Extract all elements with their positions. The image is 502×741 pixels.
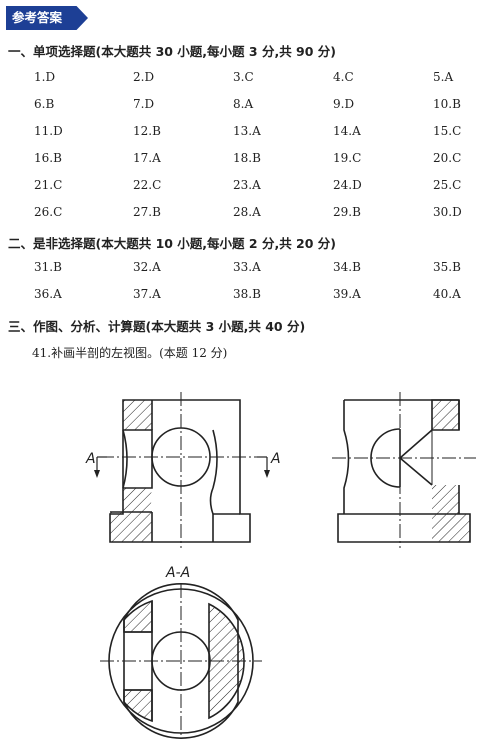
question-41-prompt: 41.补画半剖的左视图。(本题 12 分) xyxy=(32,346,228,360)
answer-row: 21.C 22.C 23.A 24.D 25.C xyxy=(0,178,502,196)
hatch-area xyxy=(123,599,153,633)
section-2-heading: 二、是非选择题(本大题共 10 小题,每小题 2 分,共 20 分) xyxy=(8,236,337,251)
answer-item: 5.A xyxy=(433,70,454,84)
answer-item: 27.B xyxy=(133,205,161,219)
front-outline xyxy=(109,399,251,543)
answer-item: 22.C xyxy=(133,178,162,192)
answer-item: 24.D xyxy=(333,178,362,192)
answer-item: 8.A xyxy=(233,97,254,111)
answer-item: 13.A xyxy=(233,124,261,138)
answer-key-tag: 参考答案 xyxy=(6,6,88,30)
left-view xyxy=(332,392,476,548)
answer-item: 36.A xyxy=(34,287,62,301)
answer-item: 37.A xyxy=(133,287,161,301)
left-edge xyxy=(343,400,350,514)
answer-item: 35.B xyxy=(433,260,461,274)
answer-item: 34.B xyxy=(333,260,361,274)
answer-row: 1.D 2.D 3.C 4.C 5.A xyxy=(0,70,502,88)
answer-item: 18.B xyxy=(233,151,261,165)
answer-item: 10.B xyxy=(433,97,461,111)
bore-curve xyxy=(209,487,214,515)
recess-curve xyxy=(122,429,128,489)
answer-item: 26.C xyxy=(34,205,63,219)
answer-item: 19.C xyxy=(333,151,362,165)
answer-item: 1.D xyxy=(34,70,56,84)
arrow-head-icon xyxy=(264,470,270,478)
answer-row: 26.C 27.B 28.A 29.B 30.D xyxy=(0,205,502,223)
section-mark-right: A xyxy=(270,451,281,467)
section-3-heading: 三、作图、分析、计算题(本大题共 3 小题,共 40 分) xyxy=(8,319,306,334)
answer-item: 7.D xyxy=(133,97,155,111)
front-view xyxy=(94,392,270,548)
answer-row: 6.B 7.D 8.A 9.D 10.B xyxy=(0,97,502,115)
section-1-heading: 一、单项选择题(本大题共 30 小题,每小题 3 分,共 90 分) xyxy=(8,44,337,59)
answer-item: 4.C xyxy=(333,70,354,84)
answer-item: 11.D xyxy=(34,124,63,138)
base-outline xyxy=(337,513,471,543)
section-mark-left: A xyxy=(85,451,96,467)
answer-item: 33.A xyxy=(233,260,261,274)
answer-row: 36.A 37.A 38.B 39.A 40.A xyxy=(0,287,502,305)
section-title: A-A xyxy=(165,565,190,581)
answer-item: 12.B xyxy=(133,124,161,138)
answer-item: 14.A xyxy=(333,124,361,138)
answer-item: 20.C xyxy=(433,151,462,165)
answer-item: 9.D xyxy=(333,97,355,111)
section-view xyxy=(100,583,262,739)
arrow-head-icon xyxy=(94,470,100,478)
answer-item: 23.A xyxy=(233,178,261,192)
answer-row: 16.B 17.A 18.B 19.C 20.C xyxy=(0,151,502,169)
answer-item: 40.A xyxy=(433,287,461,301)
answer-item: 16.B xyxy=(34,151,62,165)
answer-item: 17.A xyxy=(133,151,161,165)
answer-row: 31.B 32.A 33.A 34.B 35.B xyxy=(0,260,502,278)
answer-item: 2.D xyxy=(133,70,155,84)
answer-item: 32.A xyxy=(133,260,161,274)
answer-row: 11.D 12.B 13.A 14.A 15.C xyxy=(0,124,502,142)
answer-item: 38.B xyxy=(233,287,261,301)
hatch-area xyxy=(123,400,152,430)
answer-item: 28.A xyxy=(233,205,261,219)
answer-item: 15.C xyxy=(433,124,462,138)
answer-item: 29.B xyxy=(333,205,361,219)
answer-item: 6.B xyxy=(34,97,55,111)
hatch-area xyxy=(110,488,152,542)
answer-item: 39.A xyxy=(333,287,361,301)
answer-item: 3.C xyxy=(233,70,254,84)
answer-item: 31.B xyxy=(34,260,62,274)
inner-ring xyxy=(123,583,239,739)
hatch-area xyxy=(123,689,153,723)
answer-item: 21.C xyxy=(34,178,63,192)
answer-item: 25.C xyxy=(433,178,462,192)
hatch-area xyxy=(432,400,459,430)
bore-curve xyxy=(212,429,218,489)
answer-item: 30.D xyxy=(433,205,462,219)
